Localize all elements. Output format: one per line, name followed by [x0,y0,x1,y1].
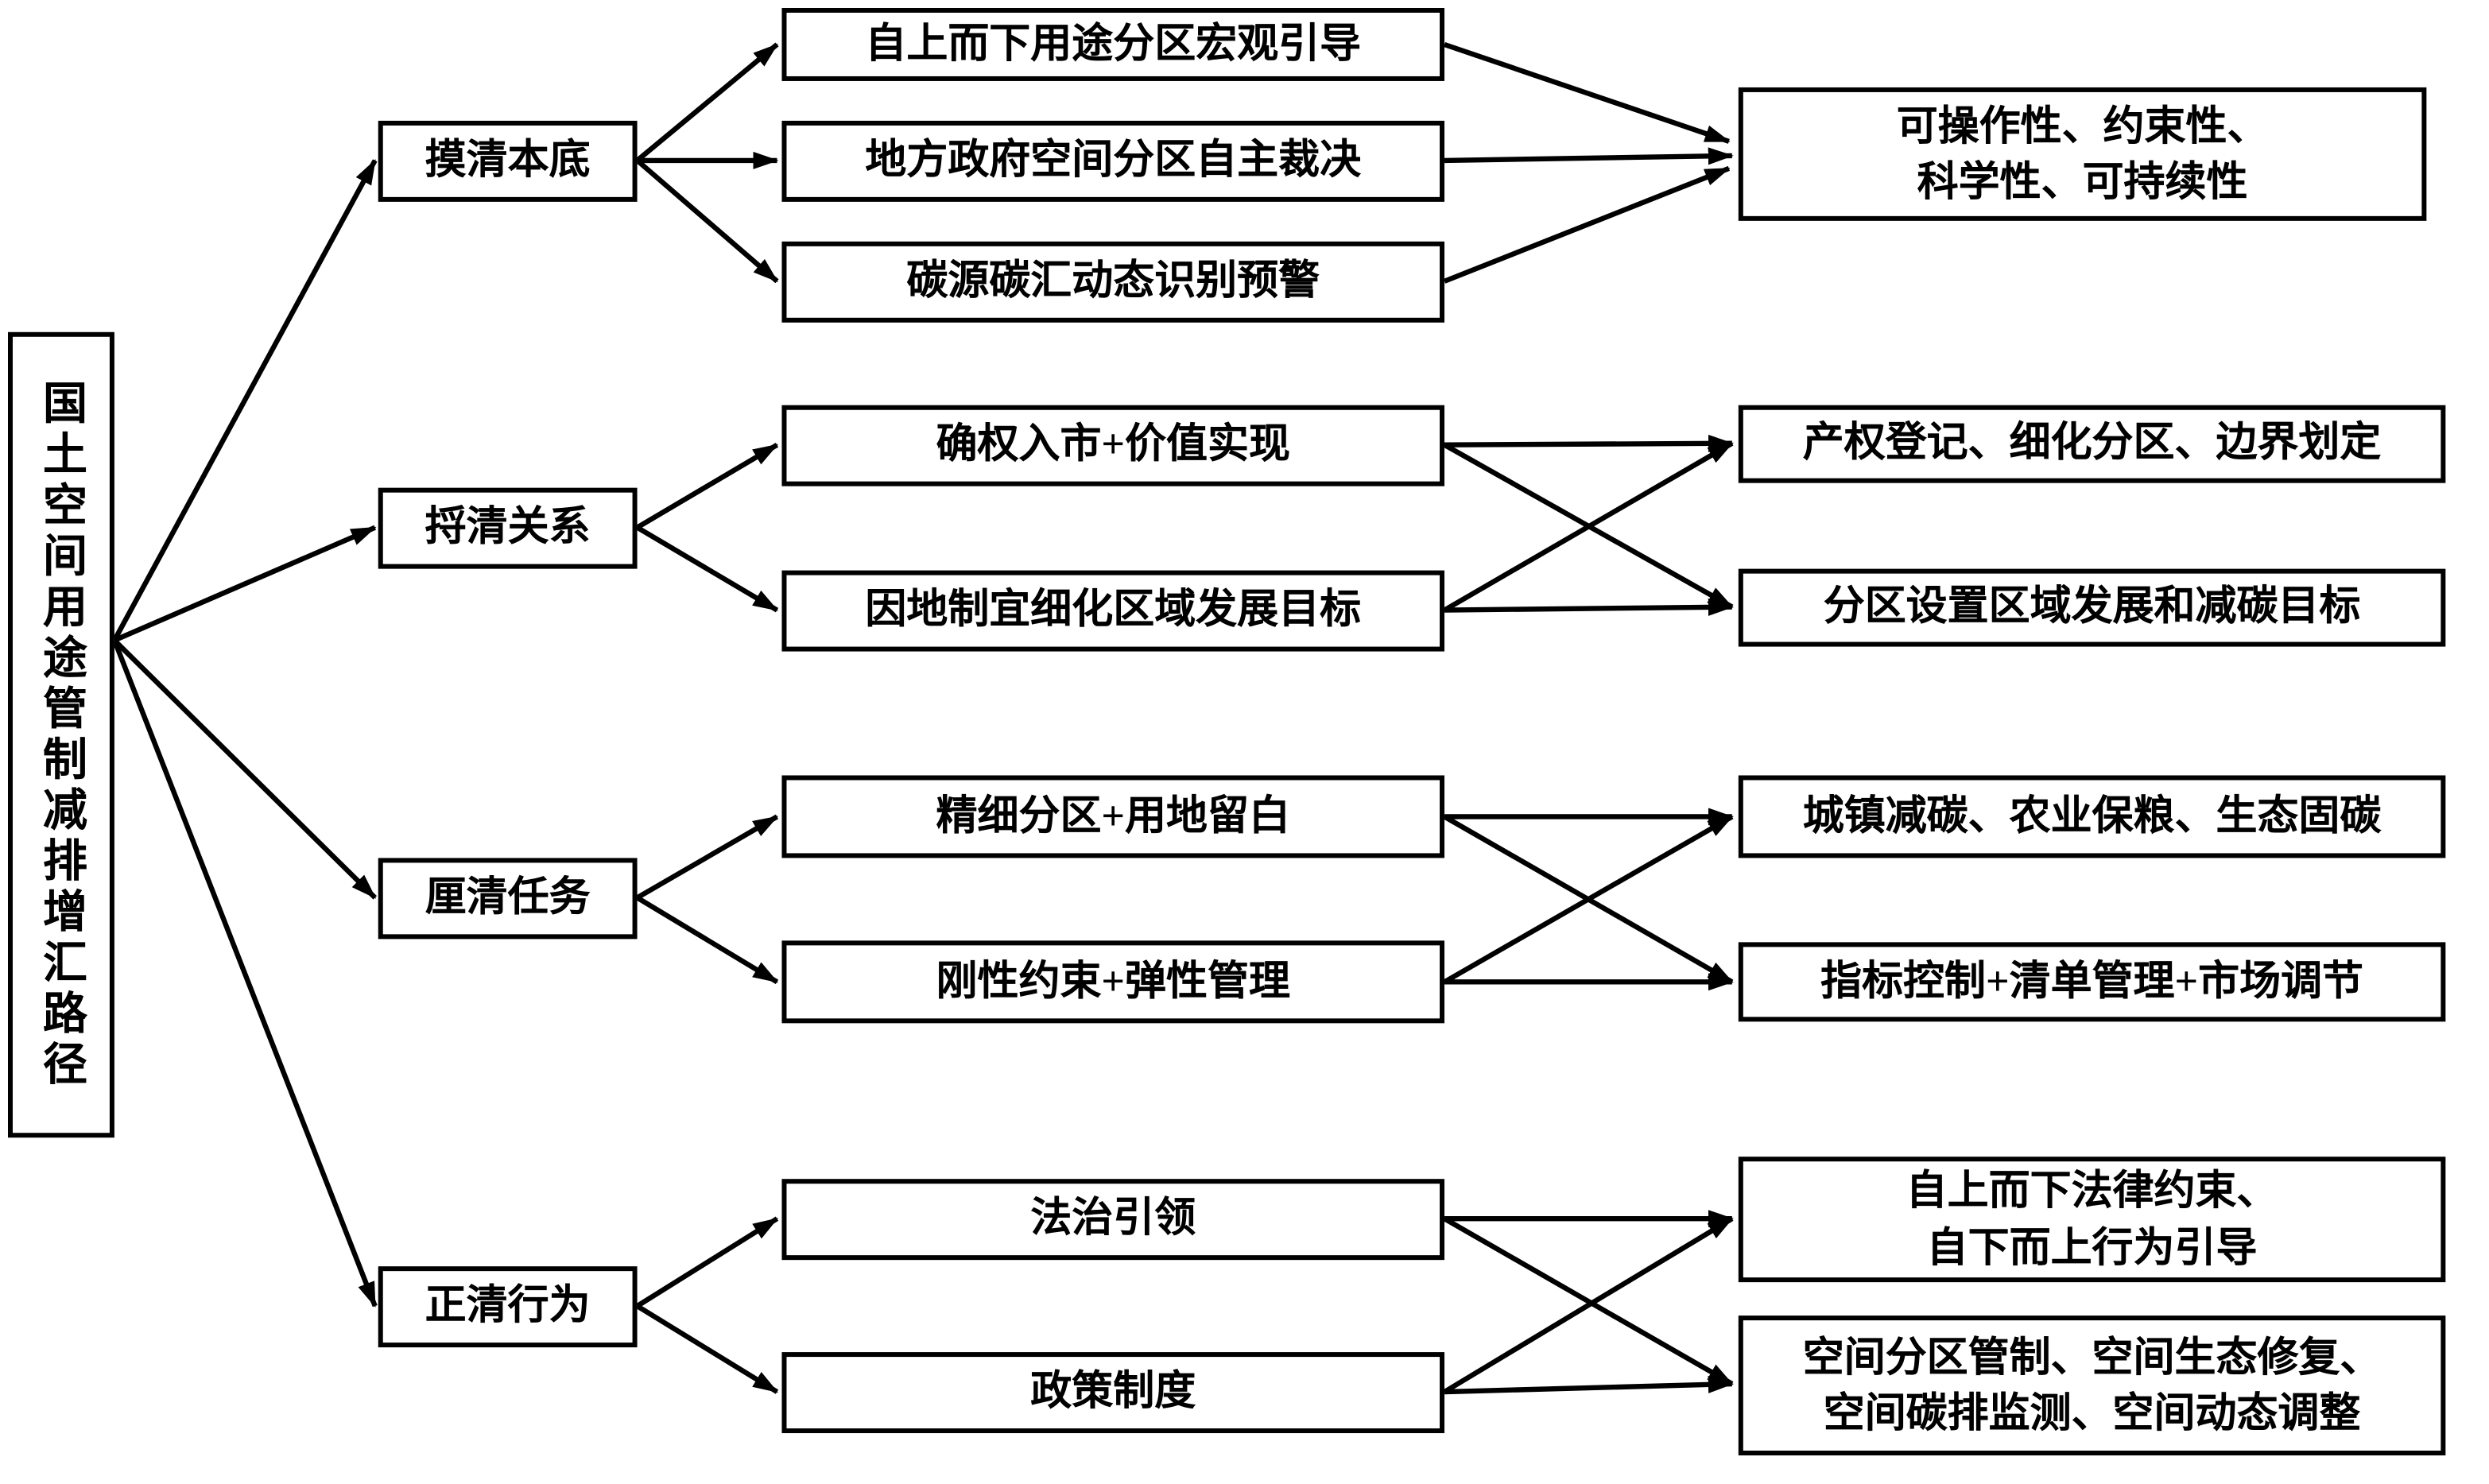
arrow-root-to-stage4 [112,639,378,1308]
g4-outcome1-line-1: 自上而下法律约束、 [1906,1168,2278,1215]
g4-outcome-box-1: 自上而下法律约束、 自下而上行为引导 [1739,1157,2446,1283]
g1-outcome-line-2: 科学性、可持续性 [1917,158,2248,205]
g2-outcome-box-1: 产权登记、细化分区、边界划定 [1739,405,2446,483]
arrow-stage4-to-item2 [636,1304,779,1394]
g2-outcome-label-1: 产权登记、细化分区、边界划定 [1803,420,2382,467]
g3-item-label-1: 精细分区+用地留白 [936,792,1291,839]
g1-item-label-2: 地方政府空间分区自主裁决 [865,137,1362,184]
stage-box-4: 正清行为 [378,1266,638,1348]
arrow-g4-item2-to-outcome1 [1443,1216,1734,1394]
g2-outcome-label-2: 分区设置区域发展和减碳目标 [1824,583,2361,630]
g2-outcome-box-2: 分区设置区域发展和减碳目标 [1739,568,2446,647]
g3-item-box-2: 刚性约束+弹性管理 [781,940,1445,1024]
arrow-g4-item2-to-outcome2 [1444,1375,1735,1395]
g4-item-label-2: 政策制度 [1030,1368,1196,1415]
arrow-stage1-to-item3 [635,158,779,284]
arrow-g2-item1-to-outcome1 [1444,434,1735,452]
arrow-g1-item1-to-outcome [1444,41,1731,144]
g4-item-label-1: 法治引领 [1030,1195,1196,1242]
arrow-stage3-to-item2 [636,895,779,985]
arrow-g1-item2-to-outcome [1444,147,1735,165]
g3-item-label-2: 刚性约束+弹性管理 [936,957,1291,1004]
g4-item-box-2: 政策制度 [781,1352,1445,1434]
arrow-root-to-stage3 [113,638,378,900]
g4-outcome-box-2: 空间分区管制、空间生态修复、 空间碳排监测、空间动态调整 [1739,1315,2446,1456]
g3-outcome-label-2: 指标控制+清单管理+市场调节 [1820,957,2364,1004]
g4-outcome1-line-2: 自下而上行为引导 [1926,1224,2258,1271]
g2-item-label-1: 确权入市+价值实现 [936,421,1291,468]
arrow-root-to-stage1 [112,159,378,642]
arrow-stage1-to-item1 [635,42,779,163]
stage-label-1: 摸清本底 [425,137,591,184]
arrow-g2-item2-to-outcome2 [1444,598,1735,616]
g1-outcome-box: 可操作性、约束性、 科学性、可持续性 [1739,87,2427,221]
arrow-g3-item2-to-outcome1 [1443,814,1734,985]
g3-outcome-label-1: 城镇减碳、农业保粮、生态固碳 [1803,792,2382,839]
arrow-stage4-to-item1 [636,1216,779,1308]
g4-outcome2-line-1: 空间分区管制、空间生态修复、 [1803,1334,2382,1381]
g1-item-box-3: 碳源碳汇动态识别预警 [781,241,1445,323]
arrow-g4-item1-to-outcome2 [1443,1216,1734,1386]
g2-item-box-2: 因地制宜细化区域发展目标 [781,570,1445,652]
stage-label-2: 捋清关系 [425,504,591,551]
arrow-root-to-stage2 [113,525,377,643]
stage-box-1: 摸清本底 [378,120,638,202]
g3-outcome-box-2: 指标控制+清单管理+市场调节 [1739,942,2446,1022]
arrow-g1-item3-to-outcome [1444,165,1731,284]
g2-item-label-2: 因地制宜细化区域发展目标 [865,587,1362,634]
g3-item-box-1: 精细分区+用地留白 [781,775,1445,858]
stage-label-4: 正清行为 [425,1282,591,1329]
g4-outcome2-line-2: 空间碳排监测、空间动态调整 [1824,1390,2361,1437]
arrow-stage2-to-item2 [636,525,779,613]
g4-item-box-1: 法治引领 [781,1179,1445,1261]
g1-item-box-1: 自上而下用途分区宏观引导 [781,7,1445,81]
root-label: 国土空间用途管制减排增汇路径 [37,378,87,1091]
g3-outcome-box-1: 城镇减碳、农业保粮、生态固碳 [1739,775,2446,858]
root-box: 国土空间用途管制减排增汇路径 [8,331,115,1138]
stage-box-2: 捋清关系 [378,487,638,569]
arrow-stage2-to-item1 [636,442,779,530]
g1-outcome-line-1: 可操作性、约束性、 [1897,103,2269,149]
arrow-stage3-to-item1 [636,814,779,901]
g1-item-label-3: 碳源碳汇动态识别预警 [906,258,1320,304]
g2-item-box-1: 确权入市+价值实现 [781,405,1445,486]
arrow-g2-item2-to-outcome1 [1443,440,1734,613]
g1-item-label-1: 自上而下用途分区宏观引导 [865,20,1362,67]
stage-label-3: 厘清任务 [425,874,591,920]
stage-box-3: 厘清任务 [378,858,638,940]
g1-item-box-2: 地方政府空间分区自主裁决 [781,120,1445,202]
